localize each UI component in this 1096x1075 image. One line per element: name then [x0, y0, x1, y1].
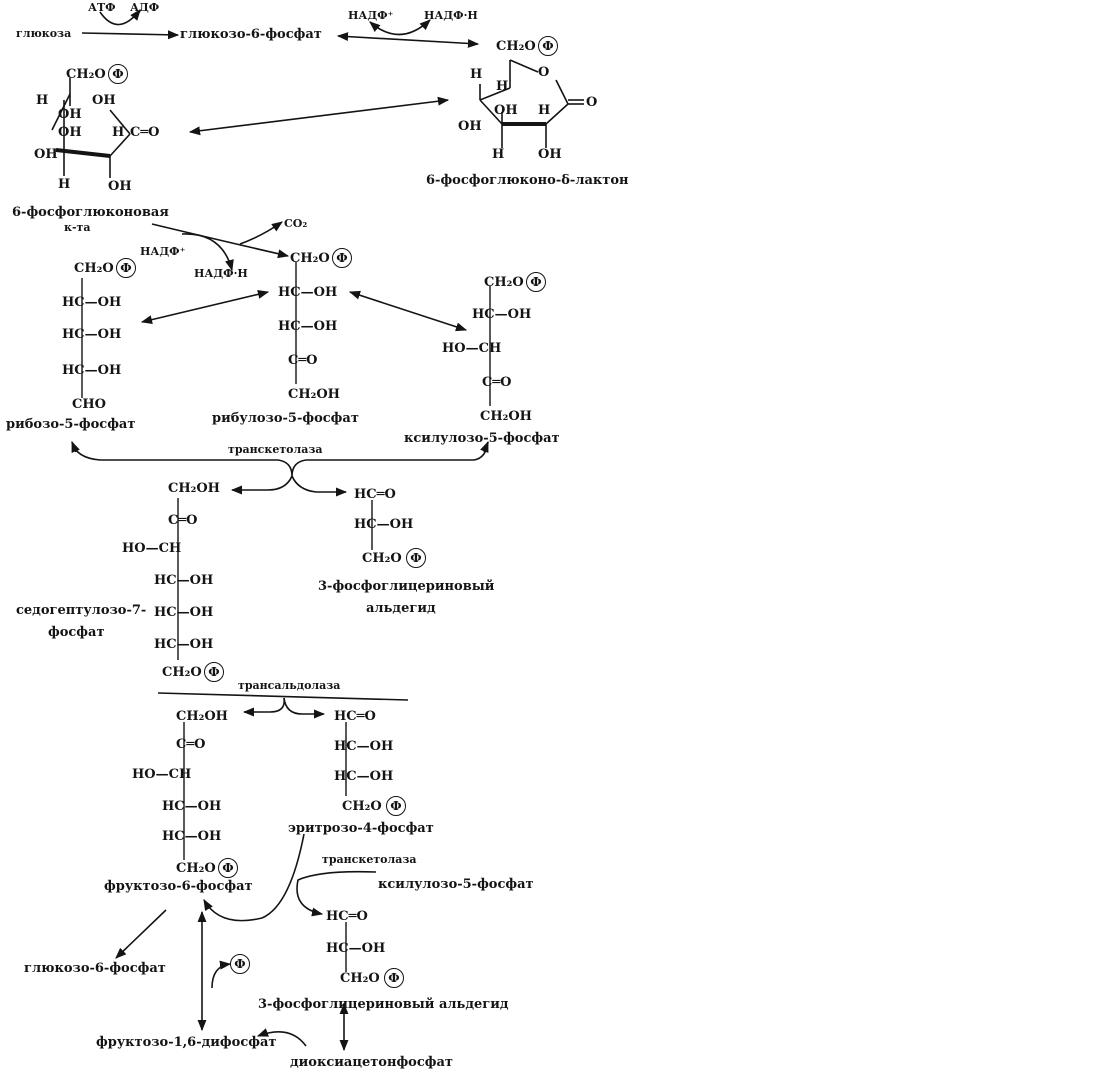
arrow-gluconate-ribulose	[151, 223, 290, 259]
label-dhap: диоксиацетонфосфат	[290, 1055, 453, 1070]
arrow-ru5p-r5p	[140, 289, 270, 325]
label-adp: АДФ	[130, 1, 160, 14]
arc-nadp-nadph	[369, 19, 431, 36]
label-lactone: 6-фосфоглюконо-δ-лактон	[426, 173, 629, 188]
label-nadph: НАДФ·Н	[424, 9, 478, 22]
phosphate-icon: Ф	[406, 548, 426, 568]
label-g6p: глюкозо-6-фосфат	[180, 27, 322, 42]
label-nadp: НАДФ⁺	[348, 9, 394, 22]
phosphate-icon: Ф	[116, 258, 136, 278]
label-e4p: эритрозо-4-фосфат	[288, 821, 434, 836]
phosphate-icon: Ф	[218, 858, 238, 878]
phosphate-icon: Ф	[386, 796, 406, 816]
label-gap: 3-фосфоглицериновый	[318, 579, 495, 594]
arc-phosphate	[211, 960, 232, 989]
arrow-e4p-to-f6p	[203, 833, 305, 922]
linear-chains	[81, 262, 491, 972]
label-fbp: фруктозо-1,6-дифосфат	[96, 1035, 277, 1050]
phosphate-icon: Ф	[332, 248, 352, 268]
phosphate-icon: Ф	[526, 272, 546, 292]
label-r5p: рибозо-5-фосфат	[6, 417, 136, 432]
arc-xu5p-2	[296, 870, 377, 917]
label-atp: АТФ	[88, 1, 116, 14]
arrow-ru5p-xu5p	[348, 290, 468, 332]
label-transketolase-2: транскетолаза	[322, 853, 417, 866]
label-s7p: седогептулозо-7-	[16, 603, 147, 618]
line-transaldolase	[157, 692, 409, 701]
arrow-g6p-lactone	[336, 32, 480, 48]
label-co2: CO₂	[284, 217, 308, 230]
label-transaldolase: трансальдолаза	[238, 679, 341, 692]
label-glucose: глюкоза	[16, 27, 72, 40]
arrow-lactone-gluconate	[188, 96, 450, 136]
arc-co2	[239, 221, 283, 245]
label-g6p-2: глюкозо-6-фосфат	[24, 961, 166, 976]
label-xu5p: ксилулозо-5-фосфат	[404, 431, 560, 446]
arrow-glucose-g6p	[81, 30, 180, 40]
lactone-ring	[479, 59, 584, 148]
phosphate-icon: Ф	[384, 968, 404, 988]
phosphate-icon: Ф	[538, 36, 558, 56]
arrow-f6p-g6p	[115, 909, 167, 959]
arc-atp-adp	[99, 9, 141, 26]
arc-gap-fbp	[256, 1028, 307, 1047]
label-f6p: фруктозо-6-фосфат	[104, 879, 253, 894]
gluconate-skeleton	[51, 78, 131, 178]
phosphate-icon: Ф	[108, 64, 128, 84]
phosphate-icon: Ф	[230, 954, 250, 974]
label-transketolase: транскетолаза	[228, 443, 323, 456]
label-gluconate: 6-фосфоглюконовая	[12, 205, 169, 220]
label-xu5p-2: ксилулозо-5-фосфат	[378, 877, 534, 892]
label-ru5p: рибулозо-5-фосфат	[212, 411, 359, 426]
lactone-ch2o: CH₂O	[496, 39, 536, 54]
arc-nadp-2	[181, 233, 234, 272]
bracket-down-split	[230, 475, 293, 495]
phosphate-icon: Ф	[204, 662, 224, 682]
label-gap-full: 3-фосфоглицериновый альдегид	[258, 997, 509, 1012]
